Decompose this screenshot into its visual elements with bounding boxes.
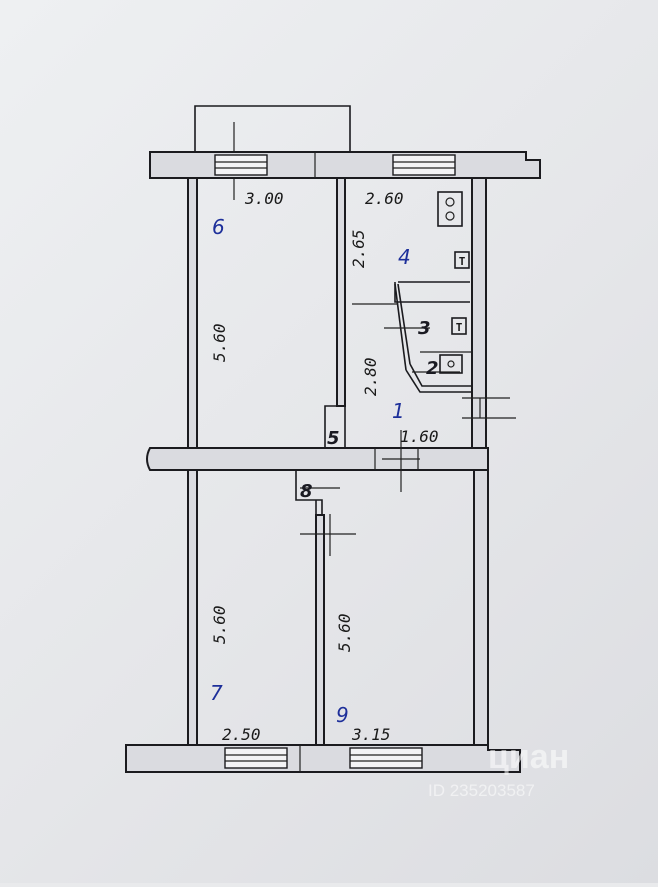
riser-top: T bbox=[454, 251, 470, 269]
dim-room7-width: 2.50 bbox=[222, 725, 261, 744]
room-label-2: 2 bbox=[426, 358, 439, 379]
partition-6-4 bbox=[336, 177, 346, 407]
top-exterior-wall bbox=[149, 151, 541, 179]
dim-hall-width: 1.60 bbox=[400, 427, 439, 446]
bathroom-block bbox=[352, 281, 472, 393]
riser-top-label: T bbox=[459, 255, 466, 268]
entrance-door bbox=[462, 397, 516, 419]
riser-mid: T bbox=[451, 317, 467, 335]
stove bbox=[437, 191, 463, 227]
dim-room6-width: 3.00 bbox=[244, 189, 284, 208]
dim-room9-width: 3.15 bbox=[351, 725, 391, 744]
dim-hall-length: 2.80 bbox=[361, 357, 380, 396]
room-label-4: 4 bbox=[398, 245, 411, 269]
watermark-brand: циан bbox=[488, 738, 569, 776]
dim-room7-length: 5.60 bbox=[210, 605, 229, 644]
room-label-3: 3 bbox=[418, 318, 431, 339]
dim-room6-length: 5.60 bbox=[210, 323, 229, 362]
watermark-id: ID 235203587 bbox=[428, 781, 535, 800]
room-label-1: 1 bbox=[392, 399, 405, 423]
left-wall-upper bbox=[187, 177, 198, 449]
window-room7 bbox=[224, 747, 288, 769]
left-wall-lower bbox=[187, 469, 198, 746]
window-room6 bbox=[214, 154, 268, 176]
bottom-exterior-wall bbox=[125, 744, 521, 773]
window-room4 bbox=[392, 154, 456, 176]
middle-wall bbox=[146, 430, 489, 492]
right-wall-upper bbox=[471, 177, 487, 449]
dim-room4-width: 2.60 bbox=[365, 189, 404, 208]
closet-8 bbox=[295, 470, 340, 515]
window-room9 bbox=[349, 747, 423, 769]
room-label-6: 6 bbox=[212, 215, 225, 239]
riser-mid-label: T bbox=[456, 321, 463, 334]
dim-room4-length: 2.65 bbox=[349, 229, 368, 268]
room-label-7: 7 bbox=[210, 681, 223, 705]
room-label-9: 9 bbox=[336, 703, 349, 727]
right-wall-lower bbox=[473, 469, 489, 746]
sink bbox=[439, 354, 463, 374]
dim-room9-length: 5.60 bbox=[335, 613, 354, 652]
room-label-5: 5 bbox=[327, 428, 340, 449]
partition-7-9 bbox=[315, 514, 325, 746]
room-label-8: 8 bbox=[300, 481, 313, 502]
